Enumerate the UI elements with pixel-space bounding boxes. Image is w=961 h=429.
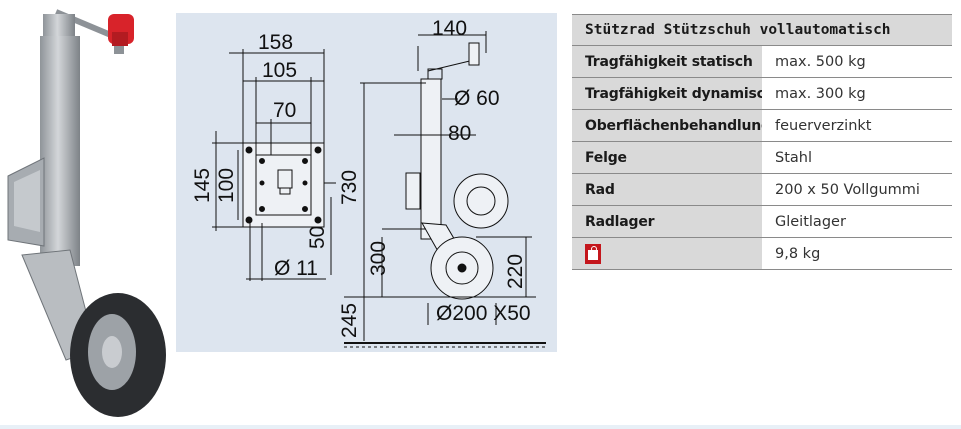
dim-105: 105 [262, 59, 297, 82]
dim-220: 220 [504, 254, 527, 289]
technical-drawing: 158 105 70 145 100 50 Ø 11 [176, 13, 557, 352]
row-label: Felge [572, 141, 762, 174]
dim-wheel-200x50: Ø200 X50 [436, 302, 531, 325]
row-label: Oberflächenbehandlung [572, 109, 762, 142]
row-label: Radlager [572, 205, 762, 238]
weight-value: 9,8 kg [762, 237, 952, 270]
table-row: Oberflächenbehandlung feuerverzinkt [572, 109, 952, 142]
table-title-row: Stützrad Stützschuh vollautomatisch [572, 14, 952, 46]
row-value: 200 x 50 Vollgummi [762, 173, 952, 206]
dimension-labels-plate: 158 105 70 145 100 50 Ø 11 [191, 31, 329, 280]
mounting-plate-drawing [212, 49, 336, 281]
side-view-drawing [344, 31, 546, 348]
dim-50: 50 [306, 226, 329, 249]
dim-tube-60: Ø 60 [454, 87, 500, 110]
bottom-strip [0, 425, 961, 429]
row-value: Stahl [762, 141, 952, 174]
weight-icon [585, 243, 601, 264]
row-label: Tragfähigkeit dynamisch [572, 77, 762, 110]
row-value: max. 500 kg [762, 45, 952, 78]
dim-80: 80 [448, 122, 471, 145]
table-row: Felge Stahl [572, 141, 952, 174]
dim-100: 100 [215, 168, 238, 203]
table-row: Rad 200 x 50 Vollgummi [572, 173, 952, 206]
dim-145: 145 [191, 168, 214, 203]
dim-140: 140 [432, 17, 467, 40]
product-photo [7, 9, 166, 417]
dimension-labels-side: 140 Ø 60 80 730 300 220 245 Ø200 X50 [338, 17, 531, 338]
table-row: Radlager Gleitlager [572, 205, 952, 238]
table-row-weight: 9,8 kg [572, 237, 952, 270]
dim-730: 730 [338, 170, 361, 205]
row-label: Tragfähigkeit statisch [572, 45, 762, 78]
dim-158: 158 [258, 31, 293, 54]
row-value: max. 300 kg [762, 77, 952, 110]
table-row: Tragfähigkeit statisch max. 500 kg [572, 45, 952, 78]
dim-300: 300 [367, 241, 390, 276]
row-value: Gleitlager [762, 205, 952, 238]
row-value: feuerverzinkt [762, 109, 952, 142]
dim-245: 245 [338, 303, 361, 338]
dim-70: 70 [273, 99, 296, 122]
dim-hole-11: Ø 11 [274, 257, 318, 280]
spec-table: Stützrad Stützschuh vollautomatisch Trag… [572, 14, 952, 270]
table-row: Tragfähigkeit dynamisch max. 300 kg [572, 77, 952, 110]
weight-label-cell [572, 237, 762, 270]
row-label: Rad [572, 173, 762, 206]
table-title: Stützrad Stützschuh vollautomatisch [572, 14, 952, 46]
